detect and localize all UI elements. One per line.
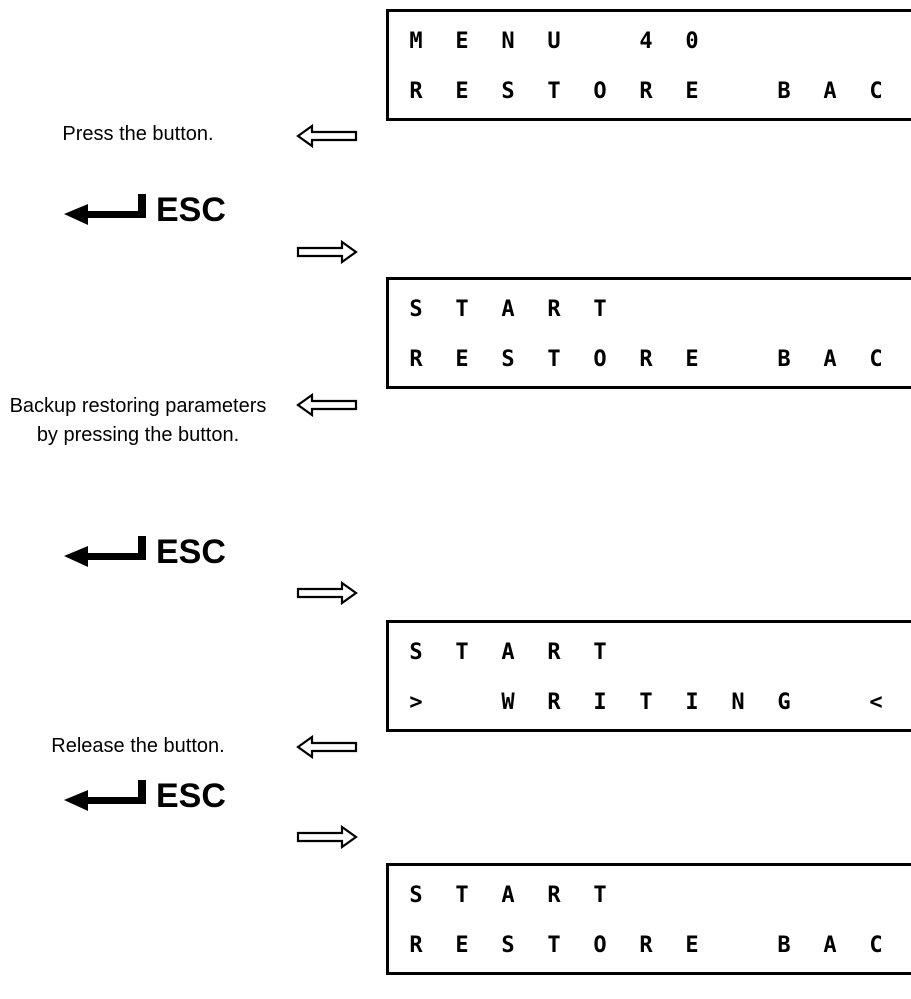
lcd-char: E xyxy=(455,29,469,54)
enter-esc-key: ESC xyxy=(62,776,242,816)
right-arrow-icon xyxy=(296,825,358,849)
lcd-char: < xyxy=(907,683,911,723)
lcd-char: R xyxy=(409,79,423,104)
lcd-char: I xyxy=(593,690,607,715)
lcd-screen-1: M E N U 4 0 R E S T O R E B A CK xyxy=(386,9,911,121)
lcd-char: T xyxy=(547,933,561,958)
lcd-char: T xyxy=(547,79,561,104)
enter-esc-key: ESC xyxy=(62,190,242,230)
esc-label: ESC xyxy=(156,533,226,571)
lcd-char: T xyxy=(593,640,607,665)
lcd-char: R xyxy=(547,640,561,665)
lcd-char: K xyxy=(907,340,911,380)
lcd-char: S xyxy=(409,297,423,322)
lcd-char: S xyxy=(501,347,515,372)
lcd-char: E xyxy=(685,933,699,958)
lcd-char: > xyxy=(409,690,423,715)
step-3-instruction: Release the button. xyxy=(51,735,225,757)
lcd-char: A xyxy=(823,933,837,958)
lcd-char: B xyxy=(777,347,791,372)
lcd-char: S xyxy=(501,933,515,958)
lcd-char: W xyxy=(501,690,515,715)
lcd-char: B xyxy=(777,79,791,104)
left-arrow-icon xyxy=(296,393,358,417)
lcd-char: K xyxy=(907,926,911,966)
esc-label: ESC xyxy=(156,777,226,815)
lcd-char: 0 xyxy=(685,29,699,54)
lcd-char: G xyxy=(777,690,791,715)
lcd-char: R xyxy=(639,347,653,372)
lcd-char: N xyxy=(731,690,745,715)
enter-arrow-icon xyxy=(64,194,146,225)
lcd-char: O xyxy=(593,933,607,958)
lcd-char: A xyxy=(501,297,515,322)
enter-esc-key: ESC xyxy=(62,532,242,572)
esc-label: ESC xyxy=(156,191,226,229)
step-2-instruction: Backup restoring parameters by pressing … xyxy=(9,395,267,446)
lcd-char: T xyxy=(455,883,469,908)
lcd-char: 4 xyxy=(639,29,653,54)
lcd-char: E xyxy=(455,347,469,372)
lcd-char: T xyxy=(455,297,469,322)
lcd-char: T xyxy=(593,297,607,322)
lcd-char: C xyxy=(869,347,883,372)
lcd-char: O xyxy=(593,347,607,372)
right-arrow-icon xyxy=(296,581,358,605)
lcd-char: N xyxy=(501,29,515,54)
lcd-char: B xyxy=(777,933,791,958)
lcd-char: S xyxy=(409,883,423,908)
lcd-char: K xyxy=(907,72,911,112)
lcd-char: R xyxy=(547,297,561,322)
lcd-char: E xyxy=(685,79,699,104)
lcd-char: I xyxy=(685,690,699,715)
left-arrow-icon xyxy=(296,124,358,148)
lcd-char: R xyxy=(409,933,423,958)
enter-arrow-icon xyxy=(64,780,146,811)
lcd-char: E xyxy=(455,933,469,958)
lcd-char: A xyxy=(823,347,837,372)
lcd-char: T xyxy=(639,690,653,715)
lcd-char: C xyxy=(869,79,883,104)
lcd-char: M xyxy=(409,29,423,54)
lcd-char: S xyxy=(501,79,515,104)
lcd-char: E xyxy=(685,347,699,372)
lcd-char: R xyxy=(547,883,561,908)
lcd-char: T xyxy=(455,640,469,665)
enter-arrow-icon xyxy=(64,536,146,567)
step-1-instruction: Press the button. xyxy=(62,123,214,145)
lcd-char: R xyxy=(409,347,423,372)
lcd-char: O xyxy=(593,79,607,104)
lcd-char: R xyxy=(639,933,653,958)
lcd-char: A xyxy=(823,79,837,104)
lcd-char: T xyxy=(593,883,607,908)
left-arrow-icon xyxy=(296,735,358,759)
lcd-char: R xyxy=(639,79,653,104)
lcd-char: T xyxy=(547,347,561,372)
lcd-char: < xyxy=(869,690,883,715)
lcd-char: C xyxy=(869,933,883,958)
lcd-char: R xyxy=(547,690,561,715)
lcd-char: A xyxy=(501,883,515,908)
lcd-char: S xyxy=(409,640,423,665)
right-arrow-icon xyxy=(296,240,358,264)
lcd-char: U xyxy=(547,29,561,54)
lcd-char: E xyxy=(455,79,469,104)
lcd-char: A xyxy=(501,640,515,665)
